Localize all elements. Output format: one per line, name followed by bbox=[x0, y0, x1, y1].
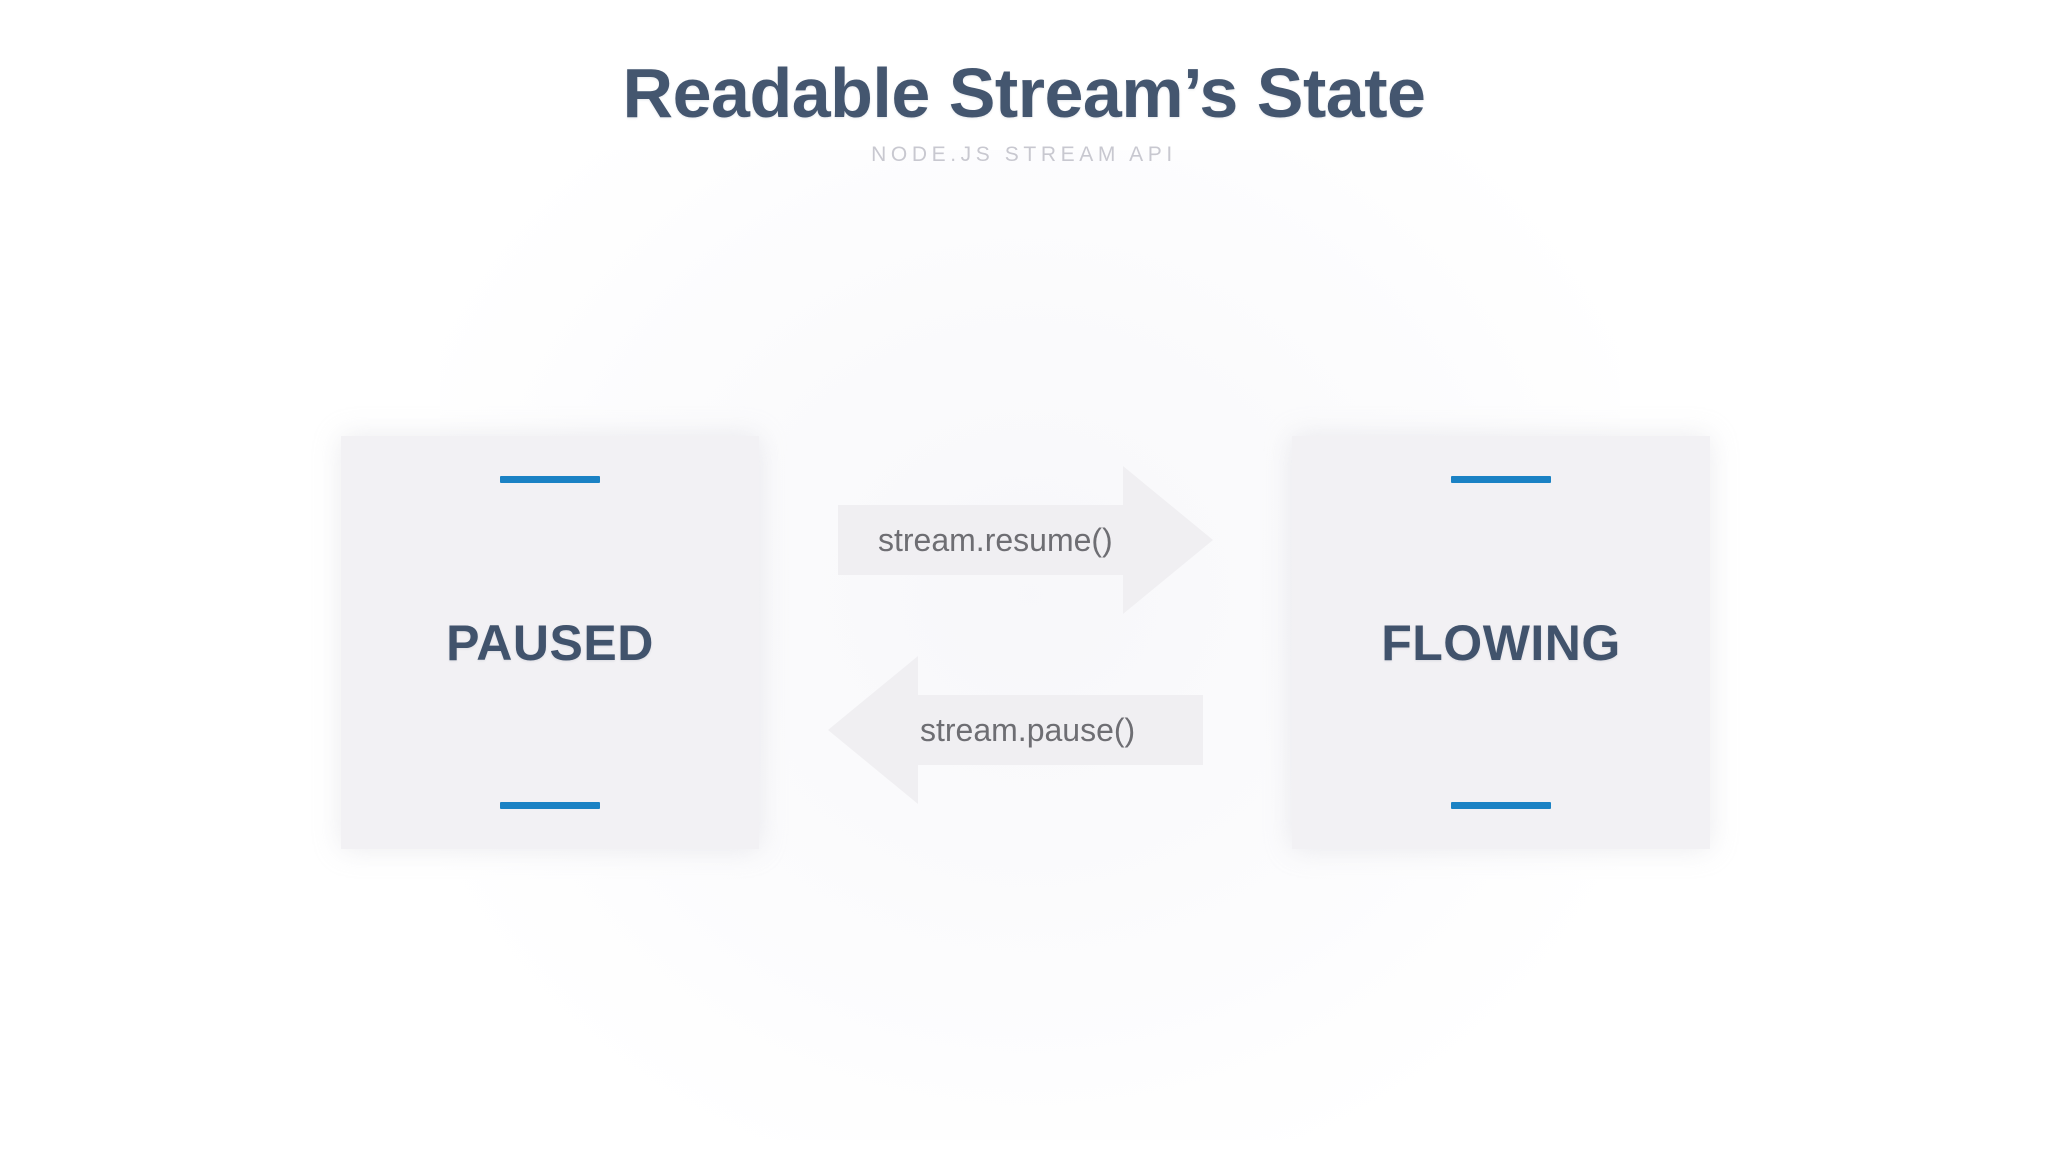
page-subtitle: NODE.JS STREAM API bbox=[871, 143, 1177, 166]
state-label-flowing: FLOWING bbox=[1381, 614, 1621, 671]
arrow-left-icon bbox=[828, 656, 1203, 804]
accent-bar-top-icon bbox=[1451, 476, 1551, 483]
state-box-paused[interactable]: PAUSED bbox=[341, 436, 759, 849]
accent-bar-bottom-icon bbox=[500, 802, 600, 809]
transition-arrow-resume[interactable]: stream.resume() bbox=[838, 466, 1213, 614]
page-title: Readable Stream’s State bbox=[622, 54, 1426, 132]
slide-header: Readable Stream’s State NODE.JS STREAM A… bbox=[0, 0, 2048, 165]
transition-label-pause: stream.pause() bbox=[920, 712, 1136, 748]
state-label-paused: PAUSED bbox=[446, 614, 654, 671]
state-box-flowing[interactable]: FLOWING bbox=[1292, 436, 1710, 849]
arrow-right-icon bbox=[838, 466, 1213, 614]
accent-bar-bottom-icon bbox=[1451, 802, 1551, 809]
accent-bar-top-icon bbox=[500, 476, 600, 483]
transition-arrow-pause[interactable]: stream.pause() bbox=[828, 656, 1203, 804]
transition-label-resume: stream.resume() bbox=[878, 522, 1113, 558]
